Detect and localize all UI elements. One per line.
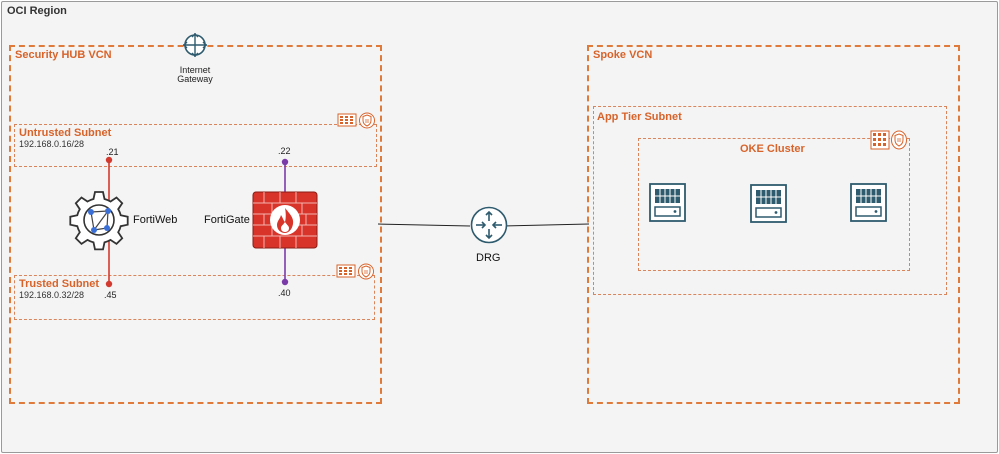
fortiweb-ip-untrusted: .21 — [106, 147, 119, 157]
fortiweb-label: FortiWeb — [133, 214, 178, 226]
drg-router-icon — [470, 206, 508, 244]
internet-gateway-label: Internet Gateway — [172, 66, 218, 84]
fortiweb-gear-icon — [69, 191, 129, 251]
security-list-icon — [358, 263, 374, 280]
server-icon — [649, 183, 686, 222]
internet-gateway-line1: Internet — [179, 65, 211, 75]
fortigate-label: FortiGate — [204, 214, 250, 226]
internet-gateway-icon — [183, 33, 207, 57]
app-tier-subnet-label: App Tier Subnet — [597, 111, 682, 123]
internet-gateway-line2: Gateway — [177, 74, 213, 84]
security-list-icon — [359, 112, 375, 129]
route-table-icon — [336, 264, 356, 278]
untrusted-subnet-label: Untrusted Subnet — [19, 127, 112, 139]
fortigate-ip-untrusted: .22 — [278, 146, 291, 156]
untrusted-subnet-cidr: 192.168.0.16/28 — [19, 139, 85, 149]
route-table-icon — [870, 130, 890, 150]
hub-vcn-label: Security HUB VCN — [15, 49, 112, 61]
drg-label: DRG — [476, 252, 501, 264]
trusted-subnet-label: Trusted Subnet — [19, 278, 100, 290]
trusted-subnet-cidr: 192.168.0.32/28 — [19, 290, 85, 300]
server-icon — [850, 183, 887, 222]
fortigate-firewall-icon — [252, 191, 318, 249]
untrusted-subnet — [14, 124, 377, 167]
app-tier-subnet — [593, 106, 947, 295]
security-list-icon — [891, 130, 907, 150]
route-table-icon — [337, 113, 357, 127]
security-hub-vcn — [9, 45, 382, 404]
oke-cluster-label: OKE Cluster — [740, 143, 805, 155]
fortiweb-ip-trusted: .45 — [104, 290, 117, 300]
oke-cluster — [638, 138, 910, 271]
drg-connection-line — [377, 223, 590, 227]
spoke-vcn-label: Spoke VCN — [593, 49, 653, 61]
server-icon — [750, 184, 787, 223]
region-label: OCI Region — [7, 5, 67, 17]
trusted-subnet — [14, 275, 375, 320]
fortigate-ip-trusted: .40 — [278, 288, 291, 298]
